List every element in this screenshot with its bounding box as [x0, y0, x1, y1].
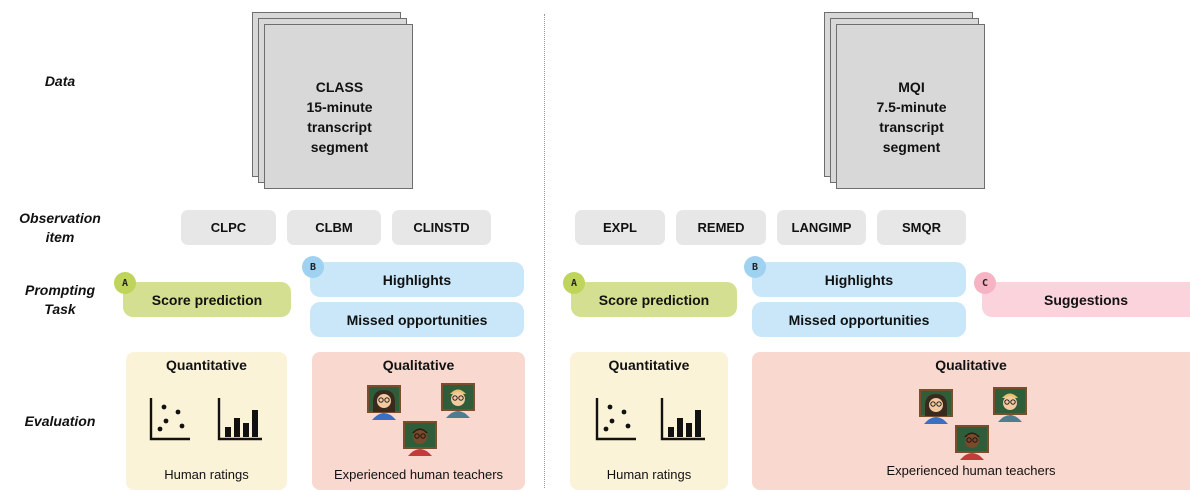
missed-opportunities-task: Missed opportunities: [310, 302, 524, 337]
section-divider: [544, 14, 545, 488]
transcript-label: CLASS 15-minute transcript segment: [265, 77, 414, 157]
class-transcript-stack: CLASS 15-minute transcript segment: [252, 12, 417, 190]
qualitative-evaluation-box: Qualitative Experienced human teache: [312, 352, 525, 490]
observation-item-remed: REMED: [676, 210, 766, 245]
qualitative-caption: Experienced human teachers: [886, 463, 1056, 478]
task-badge-b: B: [744, 256, 766, 278]
scatter-plot-icon: [595, 398, 636, 441]
transcript-sheet: CLASS 15-minute transcript segment: [264, 24, 413, 189]
teachers-group: [367, 383, 475, 456]
task-badge-b: B: [302, 256, 324, 278]
task-badge-a: A: [563, 272, 585, 294]
highlights-task: Highlights: [752, 262, 966, 297]
transcript-label: MQI 7.5-minute transcript segment: [837, 77, 986, 157]
transcript-line: segment: [310, 139, 369, 155]
observation-item-expl: EXPL: [575, 210, 665, 245]
row-label-evaluation: Evaluation: [24, 413, 96, 429]
score-prediction-task: Score prediction: [123, 282, 291, 317]
qualitative-caption: Experienced human teachers: [333, 467, 504, 482]
transcript-line: 7.5-minute: [876, 99, 947, 115]
transcript-sheet: MQI 7.5-minute transcript segment: [836, 24, 985, 189]
observation-item-smqr: SMQR: [877, 210, 966, 245]
observation-item-clpc: CLPC: [181, 210, 276, 245]
teacher-icon: [367, 385, 401, 420]
observation-item-langimp: LANGIMP: [777, 210, 866, 245]
bar-chart-icon: [660, 398, 705, 441]
row-label-prompting-task: Prompting Task: [25, 282, 95, 317]
quantitative-evaluation-box: Quantitative Human ratings: [126, 352, 287, 490]
scatter-plot-icon: [149, 398, 190, 441]
missed-opportunities-task: Missed opportunities: [752, 302, 966, 337]
qualitative-title: Qualitative: [382, 357, 455, 373]
teacher-icon: [955, 425, 989, 460]
transcript-line: MQI: [898, 79, 925, 95]
row-label-observation-item: Observation item: [19, 210, 101, 245]
quantitative-title: Quantitative: [608, 357, 690, 373]
task-badge-c: C: [974, 272, 996, 294]
mqi-transcript-stack: MQI 7.5-minute transcript segment: [824, 12, 989, 190]
teacher-icon: [403, 421, 437, 456]
teacher-icon: [441, 383, 475, 418]
quantitative-caption: Human ratings: [606, 467, 692, 482]
bar-chart-icon: [217, 398, 262, 441]
teachers-group: [919, 387, 1027, 460]
score-prediction-task: Score prediction: [571, 282, 737, 317]
suggestions-task: Suggestions: [982, 282, 1190, 317]
transcript-line: transcript: [879, 119, 944, 135]
observation-item-clinstd: CLINSTD: [392, 210, 491, 245]
quantitative-title: Quantitative: [166, 357, 247, 373]
teacher-icon: [993, 387, 1027, 422]
quantitative-caption: Human ratings: [164, 467, 249, 482]
teacher-icon: [919, 389, 953, 424]
transcript-line: CLASS: [315, 79, 364, 95]
transcript-line: segment: [882, 139, 941, 155]
transcript-line: transcript: [307, 119, 372, 135]
qualitative-title: Qualitative: [935, 357, 1007, 373]
quantitative-evaluation-box: Quantitative Human ratings: [570, 352, 728, 490]
transcript-line: 15-minute: [306, 99, 373, 115]
highlights-task: Highlights: [310, 262, 524, 297]
task-badge-a: A: [114, 272, 136, 294]
observation-item-clbm: CLBM: [287, 210, 381, 245]
row-label-data: Data: [44, 73, 76, 89]
qualitative-evaluation-box: Qualitative Experienced human teache: [752, 352, 1190, 490]
